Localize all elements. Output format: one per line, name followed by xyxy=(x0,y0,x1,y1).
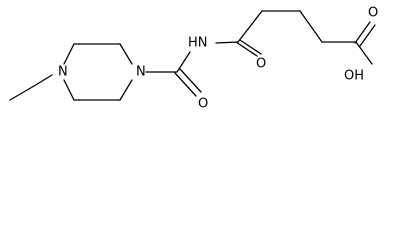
atom-label-piperazine-n-right: N xyxy=(136,65,146,80)
bond-ethyl-ch3 xyxy=(9,85,35,101)
amide-chain xyxy=(215,10,357,57)
bond-amide-double-a xyxy=(235,41,258,57)
bond-ring-c2-n4 xyxy=(119,43,133,65)
bond-carbonyl-double-a xyxy=(174,72,197,97)
bond-carbonyl-nh xyxy=(176,51,191,73)
atom-label-piperazine-n-left: N xyxy=(58,65,68,80)
bond-ethyl-ch2-n xyxy=(33,74,53,87)
bond-carbonyl-double-b xyxy=(179,68,202,93)
carboxylic-acid-group xyxy=(354,21,376,65)
bond-acid-double-b xyxy=(359,24,376,47)
atom-label-acid-oxygen: O xyxy=(368,6,378,21)
bond-ring-n1-c1 xyxy=(63,43,75,65)
bond-ring-c4-n1 xyxy=(63,79,75,101)
chemical-structure: N N HN O O OH O xyxy=(9,6,378,112)
urea-group xyxy=(145,51,202,97)
bond-ring-n4-c3 xyxy=(119,79,133,101)
atom-label-amide-nh: HN xyxy=(188,36,208,51)
bond-nh-amide-carbon xyxy=(215,41,239,44)
atom-label-urea-oxygen: O xyxy=(198,97,208,112)
ethyl-group xyxy=(9,74,53,101)
atom-label-acid-oh: OH xyxy=(344,69,364,84)
bond-amide-c2 xyxy=(237,10,263,43)
bond-acid-oh xyxy=(355,41,373,65)
bond-c3-c4 xyxy=(299,10,323,43)
bond-acid-double-a xyxy=(354,21,371,44)
piperazine-ring xyxy=(63,43,133,101)
bond-amide-double-b xyxy=(239,39,262,55)
atom-label-amide-oxygen: O xyxy=(256,57,266,72)
